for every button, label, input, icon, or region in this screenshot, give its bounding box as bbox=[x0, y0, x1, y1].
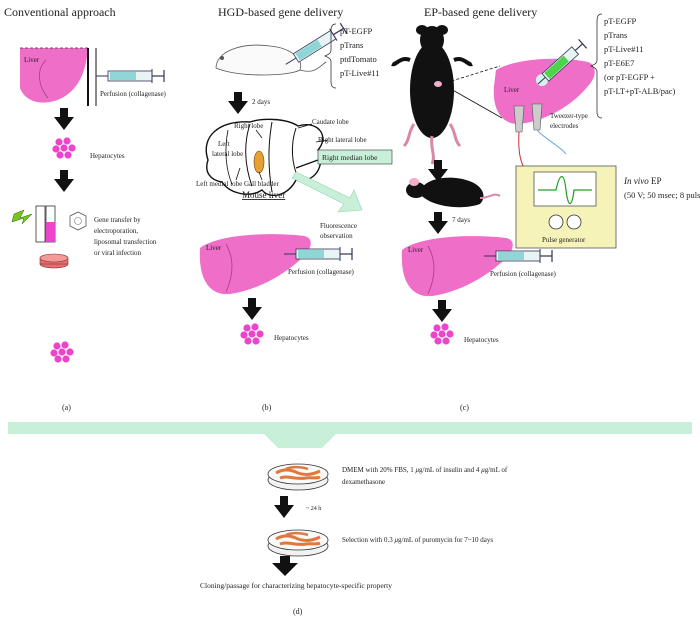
black-mouse-icon bbox=[391, 25, 473, 165]
panel-c-brace bbox=[590, 13, 603, 119]
svg-text:electroporation,: electroporation, bbox=[94, 227, 138, 235]
panel-b-mouse-icon bbox=[215, 44, 327, 76]
pulse-generator-knob-1 bbox=[548, 214, 564, 230]
fluorescence-arrow bbox=[291, 171, 363, 213]
pulse-waveform bbox=[538, 175, 592, 205]
panel-c-caption: (c) bbox=[460, 403, 469, 412]
panel-a: Conventional approach Liver Perfusion (c… bbox=[4, 5, 167, 412]
culture-medium-line-2: dexamethasone bbox=[342, 478, 385, 486]
svg-text:pT-EGFP: pT-EGFP bbox=[340, 26, 373, 36]
panel-b-perfusion-label: Perfusion (collagenase) bbox=[288, 268, 355, 276]
svg-text:pT-Live#11: pT-Live#11 bbox=[340, 68, 380, 78]
panel-b-arrow-1 bbox=[228, 92, 248, 114]
panel-c-hepatocytes-label: Hepatocytes bbox=[464, 336, 499, 344]
panel-b-arrow-2 bbox=[242, 298, 262, 320]
panel-a-perfusion-label: Perfusion (collagenase) bbox=[100, 90, 167, 98]
label-left-medial-lobe: Left medial lobe bbox=[196, 180, 242, 188]
panel-b: HGD-based gene delivery pT-EGFP pTrans p… bbox=[196, 5, 393, 412]
cloning-label: Cloning/passage for characterizing hepat… bbox=[200, 581, 392, 590]
tweezer-electrodes-icon bbox=[513, 103, 567, 169]
label-left-lateral-lobe-1: Left bbox=[218, 140, 230, 148]
label-right-lobe: Right lobe bbox=[234, 122, 263, 130]
panel-a-hepatocytes-icon bbox=[52, 137, 76, 159]
panel-b-title: HGD-based gene delivery bbox=[218, 5, 343, 19]
panel-d: DMEM with 20% FBS, 1 μg/mL of insulin an… bbox=[8, 422, 692, 616]
merge-funnel bbox=[264, 434, 336, 448]
panel-c-liver-2-label: Liver bbox=[408, 246, 424, 254]
culture-dish-icon bbox=[39, 253, 69, 269]
panel-c-title: EP-based gene delivery bbox=[424, 5, 537, 19]
panel-d-interval: ~ 24 h bbox=[306, 506, 321, 512]
panel-a-arrow-2 bbox=[54, 170, 74, 192]
ep-params-label: (50 V; 50 msec; 8 pulses) bbox=[624, 190, 700, 200]
panel-a-caption: (a) bbox=[62, 403, 71, 412]
liposome-icon bbox=[69, 211, 87, 231]
panel-b-hepatocytes-icon bbox=[240, 323, 264, 345]
panel-a-title: Conventional approach bbox=[4, 5, 116, 19]
panel-b-hepatocytes-label: Hepatocytes bbox=[274, 334, 309, 342]
panel-a-liver bbox=[20, 47, 97, 106]
panel-a-hepatocytes-label: Hepatocytes bbox=[90, 152, 125, 160]
merge-bar bbox=[8, 422, 692, 434]
recovered-mouse-icon bbox=[406, 177, 501, 208]
mouse-liver-title: Mouse liver bbox=[242, 190, 285, 200]
panel-d-arrow-2 bbox=[272, 556, 298, 576]
culture-medium-line-1: DMEM with 20% FBS, 1 μg/mL of insulin an… bbox=[342, 466, 508, 474]
panel-a-gene-transfer-text: Gene transfer by electroporation, liposo… bbox=[94, 216, 157, 257]
panel-c-plasmid-list: pT-EGFP pTrans pT-Live#11 pT-E6E7 (or pT… bbox=[604, 16, 676, 96]
svg-text:pT-E6E7: pT-E6E7 bbox=[604, 58, 634, 68]
culture-dish-1 bbox=[266, 462, 330, 492]
panel-b-plasmid-list: pT-EGFP pTrans ptdTomato pT-Live#11 bbox=[340, 26, 380, 78]
selection-label: Selection with 0.3 μg/mL of puromycin fo… bbox=[342, 536, 493, 544]
culture-dish-2 bbox=[266, 528, 330, 558]
svg-text:(or pT-EGFP +: (or pT-EGFP + bbox=[604, 72, 655, 82]
zoom-line-2 bbox=[441, 83, 503, 119]
panel-c-liver-label: Liver bbox=[504, 86, 520, 94]
panel-c-hepatocytes-icon bbox=[430, 323, 454, 345]
svg-text:pTrans: pTrans bbox=[604, 30, 627, 40]
panel-a-liver-label: Liver bbox=[24, 56, 40, 64]
panel-c-arrow-3 bbox=[432, 300, 452, 322]
electroporation-cuvette-icon bbox=[11, 205, 56, 243]
svg-text:pT-EGFP: pT-EGFP bbox=[604, 16, 637, 26]
panel-c-perfusion-label: Perfusion (collagenase) bbox=[490, 270, 557, 278]
panel-b-caption: (b) bbox=[262, 403, 272, 412]
svg-text:or viral infection: or viral infection bbox=[94, 249, 142, 257]
label-fluorescence-2: observation bbox=[320, 232, 353, 240]
label-right-median-lobe: Right median lobe bbox=[322, 153, 378, 162]
pulse-generator-label: Pulse generator bbox=[542, 236, 586, 244]
label-left-lateral-lobe-2: lateral lobe bbox=[212, 150, 243, 158]
svg-text:liposomal transfection: liposomal transfection bbox=[94, 238, 157, 246]
svg-text:pT-LT+pT-ALB/pac): pT-LT+pT-ALB/pac) bbox=[604, 86, 676, 96]
svg-text:pTrans: pTrans bbox=[340, 40, 363, 50]
panel-c-syringe-icon bbox=[537, 38, 588, 85]
panel-b-liver-label: Liver bbox=[206, 244, 222, 252]
in-vivo-ep-label: In vivo EP bbox=[623, 176, 662, 186]
label-caudate-lobe: Caudate lobe bbox=[312, 118, 349, 126]
panel-c: EP-based gene delivery Liver bbox=[391, 5, 700, 412]
pulse-generator-box bbox=[515, 165, 617, 249]
label-fluorescence-1: Fluorescence bbox=[320, 222, 357, 230]
svg-text:ptdTomato: ptdTomato bbox=[340, 54, 377, 64]
panel-a-syringe-icon bbox=[95, 68, 165, 84]
panel-b-brace bbox=[324, 23, 337, 89]
lobe-leader-lines bbox=[235, 123, 329, 181]
svg-text:pT-Live#11: pT-Live#11 bbox=[604, 44, 644, 54]
panel-a-arrow-1 bbox=[54, 108, 74, 130]
zoom-line-1 bbox=[441, 65, 501, 85]
panel-b-interval: 2 days bbox=[252, 98, 270, 106]
svg-text:Gene transfer by: Gene transfer by bbox=[94, 216, 141, 224]
panel-d-caption: (d) bbox=[293, 607, 303, 616]
label-electrodes-2: electrodes bbox=[550, 122, 579, 130]
pulse-generator-knob-2 bbox=[566, 214, 582, 230]
label-gall-bladder: Gall bladder bbox=[244, 180, 279, 188]
panel-c-interval: 7 days bbox=[452, 216, 470, 224]
panel-a-hepatocytes-final-icon bbox=[50, 341, 74, 363]
label-electrodes-1: Tweezer-type bbox=[550, 112, 588, 120]
label-right-lateral-lobe: Right lateral lobe bbox=[318, 136, 367, 144]
right-median-lobe-box bbox=[317, 149, 393, 165]
panel-c-arrow-2 bbox=[428, 212, 448, 234]
panel-d-arrow-1 bbox=[274, 496, 294, 518]
